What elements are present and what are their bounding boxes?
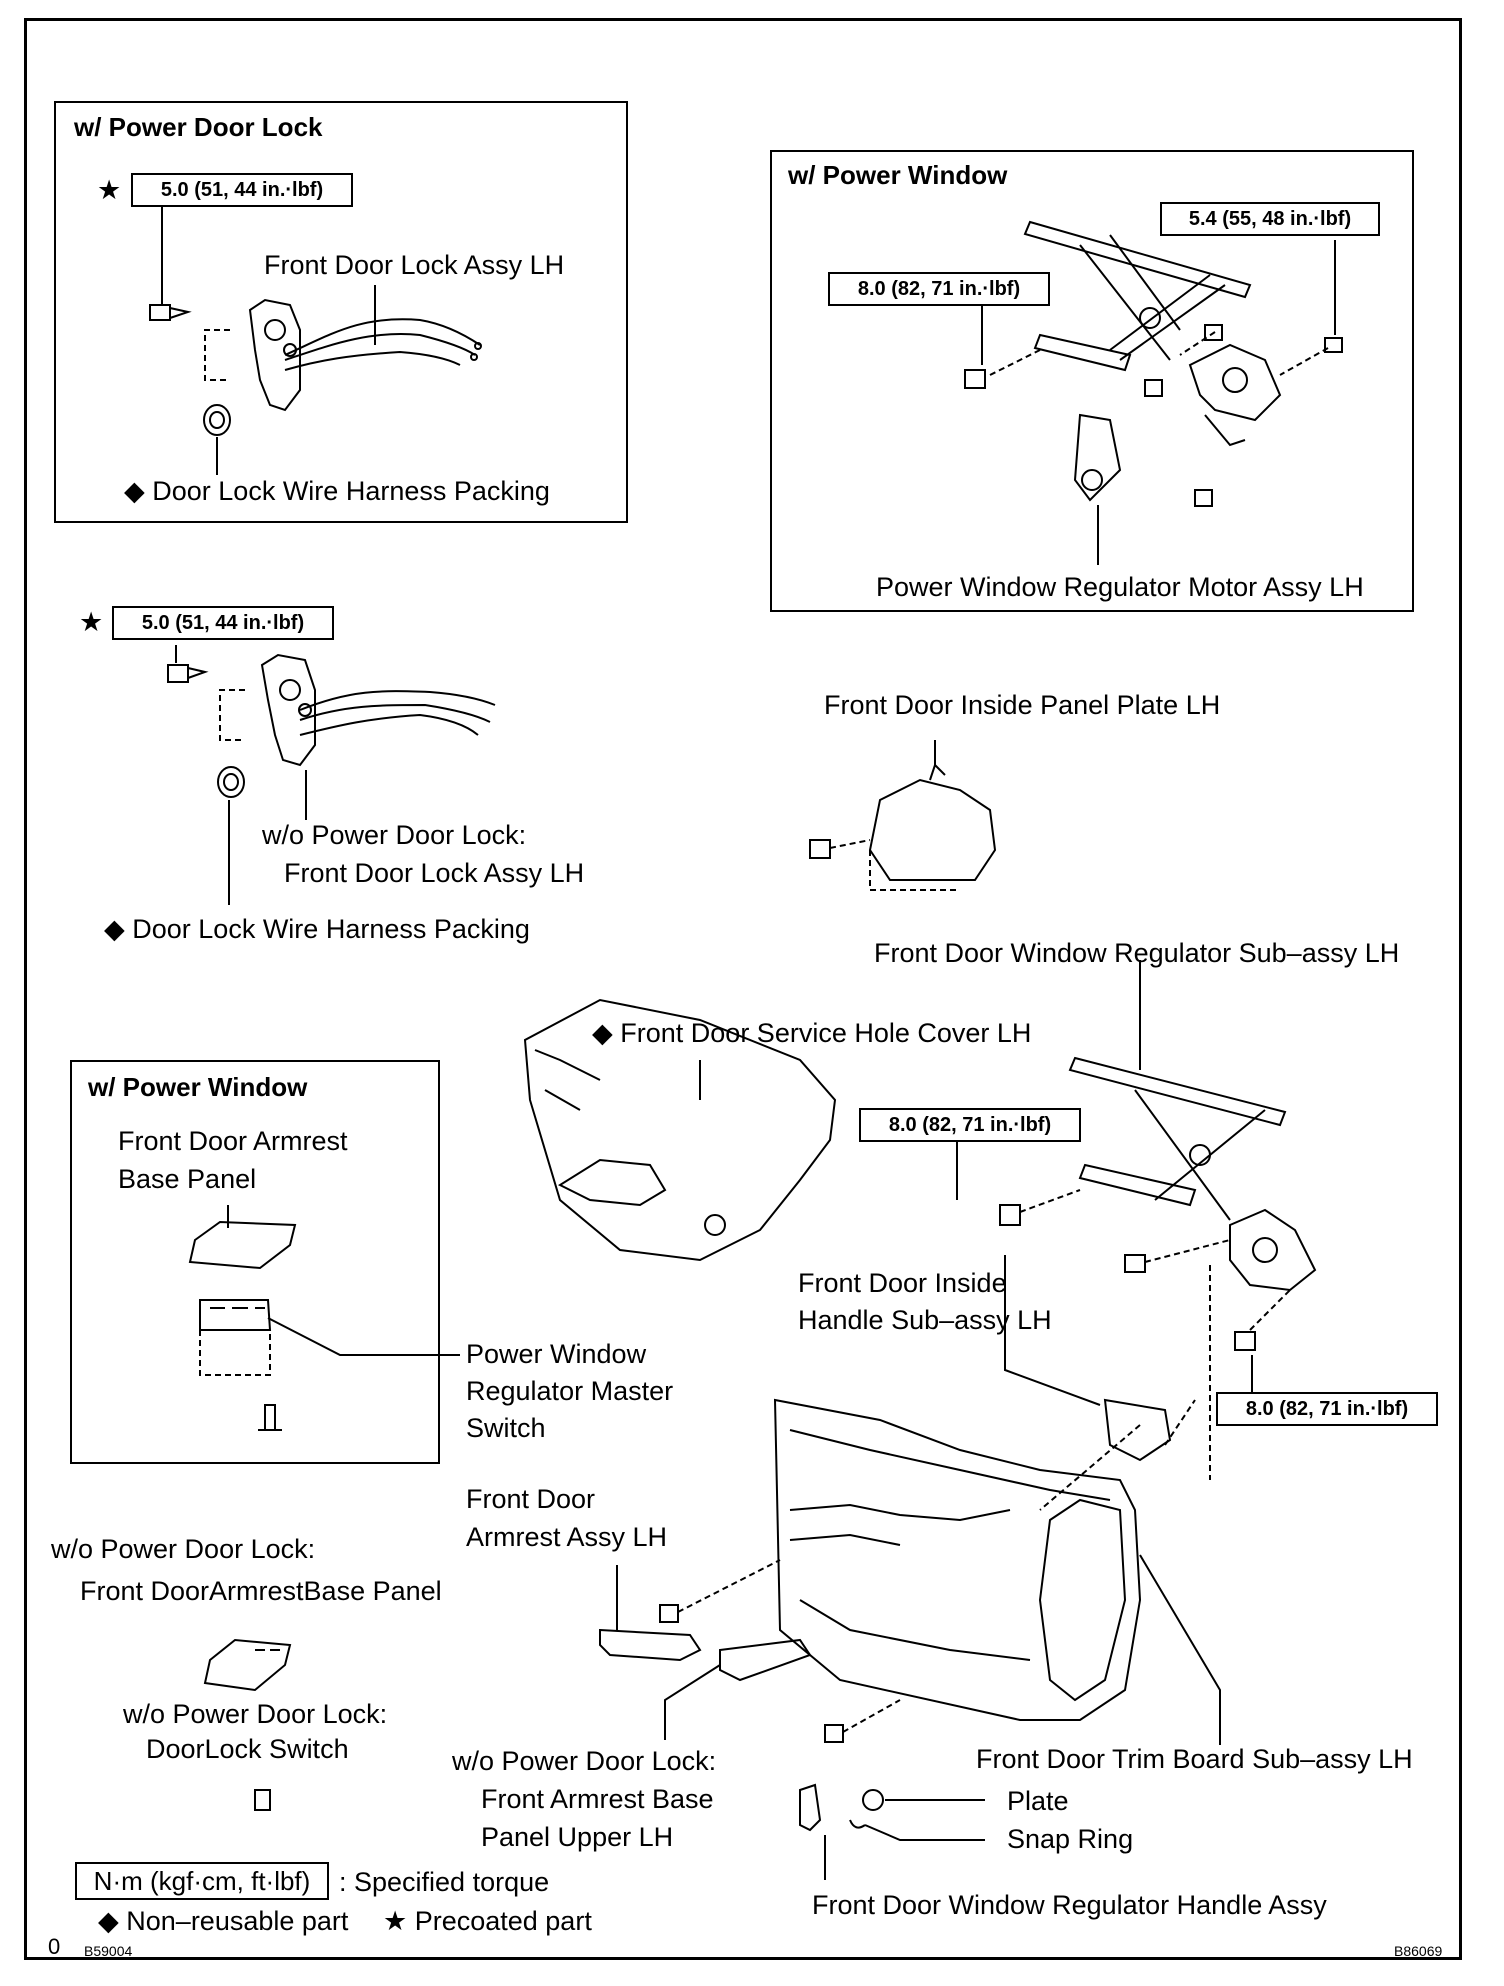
torque-label: 5.0 (51, 44 in.·lbf) [131,173,353,207]
box-title: w/ Power Window [88,1072,308,1102]
leader-line [267,1317,460,1356]
bolt-icon [1144,379,1163,397]
service-hole-cover-drawing [523,998,837,1262]
lock-assy-label-line1: w/o Power Door Lock: [262,820,527,850]
master-switch-label-3: Switch [466,1413,546,1443]
trim-board-drawing [773,1398,1142,1721]
box-title: w/ Power Door Lock [74,112,323,142]
page-number: 0 [48,1934,61,1959]
inside-handle-label-2: Handle Sub–assy LH [798,1305,1052,1335]
bolt-icon [167,664,209,683]
star-mark: ★ [97,175,122,205]
bolt-icon [1234,1331,1256,1351]
screw-icon [258,1404,282,1431]
master-switch-label-1: Power Window [466,1339,647,1369]
no-lock-upper-panel-label-3: Panel Upper LH [481,1822,674,1852]
no-lock-switch-label-2: DoorLock Switch [146,1734,349,1764]
window-regulator-drawing-lower [1068,1056,1317,1292]
armrest-drawing [599,1628,702,1662]
packing-label: ◆ Door Lock Wire Harness Packing [104,914,530,944]
precoated-legend: ★ Precoated part [383,1906,592,1936]
bolt-icon [1324,337,1343,353]
star-mark: ★ [79,607,104,637]
no-lock-base-panel-label-1: w/o Power Door Lock: [51,1534,316,1564]
motor-label: Power Window Regulator Motor Assy LH [876,572,1364,602]
no-lock-upper-panel-label-1: w/o Power Door Lock: [452,1746,717,1776]
trim-board-label: Front Door Trim Board Sub–assy LH [976,1744,1413,1774]
torque-label: 5.4 (55, 48 in.·lbf) [1160,202,1380,236]
inside-handle-label-1: Front Door Inside [798,1268,1007,1298]
handle-assy-label: Front Door Window Regulator Handle Assy [812,1890,1327,1920]
box-title: w/ Power Window [788,160,1008,190]
inside-handle-icon [1103,1398,1172,1462]
bolt-icon [1124,1254,1146,1273]
power-window-box-bottom [70,1060,440,1464]
bolt-icon [964,369,986,389]
armrest-base-label-line1: Front Door Armrest [118,1126,348,1156]
bolt-icon [809,839,831,859]
unit-legend-box: N·m (kgf·cm, ft·lbf) [75,1862,329,1900]
bolt-icon [659,1604,679,1623]
bolt-icon [1204,324,1223,341]
door-lock-assy-drawing-1 [248,298,482,412]
bolt-icon [999,1204,1021,1226]
no-lock-base-panel-drawing [203,1638,292,1692]
lock-assy-label-line2: Front Door Lock Assy LH [284,858,585,888]
power-window-box-top [770,150,1414,612]
inside-panel-plate-drawing [868,763,997,881]
window-regulator-drawing-top [1023,220,1282,502]
packing-ring [203,404,231,436]
armrest-assy-label-2: Armrest Assy LH [466,1522,668,1552]
no-lock-base-panel-label-2: Front DoorArmrestBase Panel [80,1576,442,1606]
no-lock-upper-panel-label-2: Front Armrest Base [481,1784,714,1814]
inside-panel-plate-label: Front Door Inside Panel Plate LH [824,690,1221,720]
power-door-lock-box [54,101,628,523]
code-left: B59004 [84,1943,133,1959]
bolt-icon [149,304,192,321]
packing-ring [217,766,245,798]
snap-ring-icon [849,1819,866,1829]
plate-icon [862,1789,884,1811]
torque-label: 5.0 (51, 44 in.·lbf) [112,606,334,640]
handle-drawing [799,1783,822,1832]
regulator-subassy-label: Front Door Window Regulator Sub–assy LH [874,938,1400,968]
leader-line [664,1664,721,1740]
master-switch-label-2: Regulator Master [466,1376,674,1406]
torque-label: 8.0 (82, 71 in.·lbf) [828,272,1050,306]
armrest-assy-label-1: Front Door [466,1484,596,1514]
bolt-icon [824,1724,844,1743]
leader-line [864,1824,985,1841]
torque-label: 8.0 (82, 71 in.·lbf) [859,1108,1081,1142]
unit-legend-text: : Specified torque [339,1867,550,1897]
leader-line [1004,1255,1101,1406]
upper-panel-drawing [719,1638,812,1682]
no-lock-switch-label-1: w/o Power Door Lock: [123,1699,388,1729]
armrest-base-label-line2: Base Panel [118,1164,257,1194]
snap-ring-label: Snap Ring [1007,1824,1134,1854]
code-right: B86069 [1394,1943,1443,1959]
diagram-frame [24,18,1462,1960]
lock-assy-label: Front Door Lock Assy LH [264,250,565,280]
door-lock-assy-drawing-2 [260,653,496,767]
plate-label: Plate [1007,1786,1069,1816]
torque-label: 8.0 (82, 71 in.·lbf) [1216,1392,1438,1426]
switch-icon [254,1789,271,1811]
leader-line [1139,1554,1221,1745]
packing-label: ◆ Door Lock Wire Harness Packing [124,476,550,506]
bolt-icon [1194,489,1213,507]
service-hole-cover-label: ◆ Front Door Service Hole Cover LH [592,1018,1032,1048]
armrest-base-panel-drawing [188,1220,297,1376]
nonreusable-legend: ◆ Non–reusable part [98,1906,349,1936]
